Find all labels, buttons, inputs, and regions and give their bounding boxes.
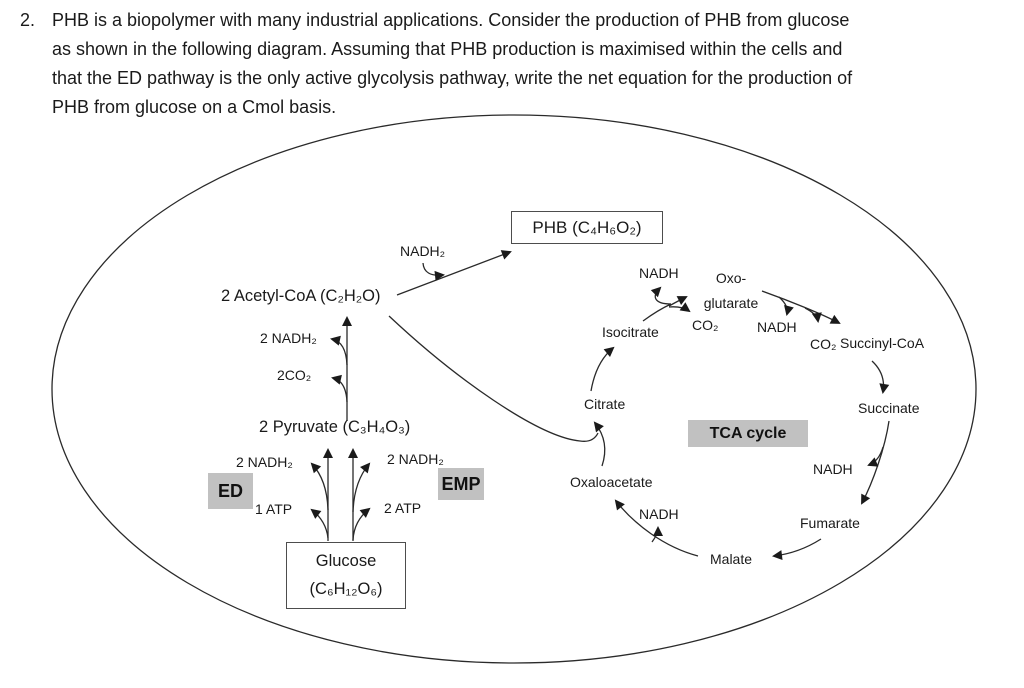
label-isocitrate-nadh: NADH	[639, 265, 679, 281]
arrow-oxoglutarate-to-succinylcoa	[761, 290, 841, 324]
label-oxaloacetate: Oxaloacetate	[570, 474, 653, 490]
arrow-isocitrate-to-oxoglutarate	[668, 296, 688, 307]
question-line-1: PHB is a biopolymer with many industrial…	[52, 10, 850, 30]
label-emp-nadh2: 2 NADH₂	[387, 451, 444, 467]
label-succinate-nadh: NADH	[813, 461, 853, 477]
label-acetyl-co2: 2CO₂	[277, 367, 312, 383]
arrow-branch-emp-nadh2	[352, 462, 371, 513]
line-isocitrate-stem	[642, 303, 672, 322]
label-oxoglutarate-nadh: NADH	[757, 319, 797, 335]
label-nadh2-to-phb: NADH₂	[400, 243, 446, 259]
phb-product-box: PHB (C₄H₆O₂)	[511, 211, 663, 244]
question-line-3: that the ED pathway is the only active g…	[52, 68, 853, 88]
arrow-branch-succinate-nadh	[867, 446, 884, 467]
emp-pathway-badge: EMP	[438, 468, 484, 500]
label-ed-atp: 1 ATP	[255, 501, 293, 517]
arrow-succinate-to-fumarate	[861, 420, 890, 505]
label-citrate: Citrate	[584, 396, 626, 412]
label-pyruvate: 2 Pyruvate (C₃H₄O₃)	[259, 418, 411, 436]
arrow-branch-acetyl-co2	[331, 374, 348, 403]
label-malate: Malate	[710, 551, 753, 567]
arrow-acetylcoa-to-phb	[396, 250, 512, 296]
arrow-branch-malate-nadh	[651, 526, 663, 543]
tca-cycle-badge: TCA cycle	[688, 420, 808, 447]
arrow-succinylcoa-to-succinate	[871, 360, 890, 394]
arrow-malate-to-oxaloacetate	[614, 499, 699, 557]
line-acetylcoa-to-citrate	[388, 315, 599, 442]
label-oxoglutarate: Oxo- glutarate	[700, 266, 762, 316]
label-acetyl-nadh2: 2 NADH₂	[260, 330, 317, 346]
question-text: PHB is a biopolymer with many industrial…	[52, 6, 852, 122]
question-line-4: PHB from glucose on a Cmol basis.	[52, 97, 337, 117]
phb-label: PHB (C₄H₆O₂)	[532, 217, 642, 237]
glucose-substrate-box: Glucose (C₆H₁₂O₆)	[286, 542, 406, 609]
arrow-branch-acetyl-nadh2	[330, 335, 348, 366]
label-fumarate: Fumarate	[800, 515, 860, 531]
arrow-citrate-to-isocitrate	[590, 346, 615, 392]
cell-membrane-ellipse	[51, 114, 977, 664]
label-succinyl-coa: Succinyl-CoA	[840, 335, 925, 351]
label-acetyl-coa: 2 Acetyl-CoA (C₂H₂O)	[221, 287, 381, 305]
label-succinate: Succinate	[858, 400, 920, 416]
arrow-branch-ed-atp	[310, 508, 329, 539]
arrow-branch-isocitrate-nadh	[650, 286, 672, 305]
arrow-branch-emp-atp	[352, 507, 371, 541]
label-ed-nadh2: 2 NADH₂	[236, 454, 293, 470]
label-oxoglutarate-line1: Oxo-	[715, 270, 747, 286]
label-oxoglutarate-line2: glutarate	[703, 295, 759, 311]
arrow-oxaloacetate-to-citrate	[593, 421, 606, 467]
label-oxoglutarate-co2: CO₂	[810, 336, 837, 352]
arrow-branch-phb-nadh2	[422, 262, 445, 281]
arrow-fumarate-to-malate	[772, 538, 822, 561]
question-number: 2.	[20, 10, 36, 30]
glucose-name: Glucose	[315, 552, 377, 570]
label-isocitrate: Isocitrate	[602, 324, 659, 340]
label-emp-atp: 2 ATP	[384, 500, 422, 516]
arrow-branch-oxoglutarate-nadh	[778, 296, 794, 316]
arrow-branch-oxoglutarate-co2	[804, 307, 822, 323]
arrow-branch-isocitrate-co2	[668, 302, 691, 313]
arrow-branch-ed-nadh2	[310, 462, 329, 511]
glucose-formula: (C₆H₁₂O₆)	[309, 580, 383, 598]
label-malate-nadh: NADH	[639, 506, 679, 522]
question-line-2: as shown in the following diagram. Assum…	[52, 39, 843, 59]
label-isocitrate-co2: CO₂	[692, 317, 719, 333]
ed-pathway-badge: ED	[208, 473, 253, 509]
